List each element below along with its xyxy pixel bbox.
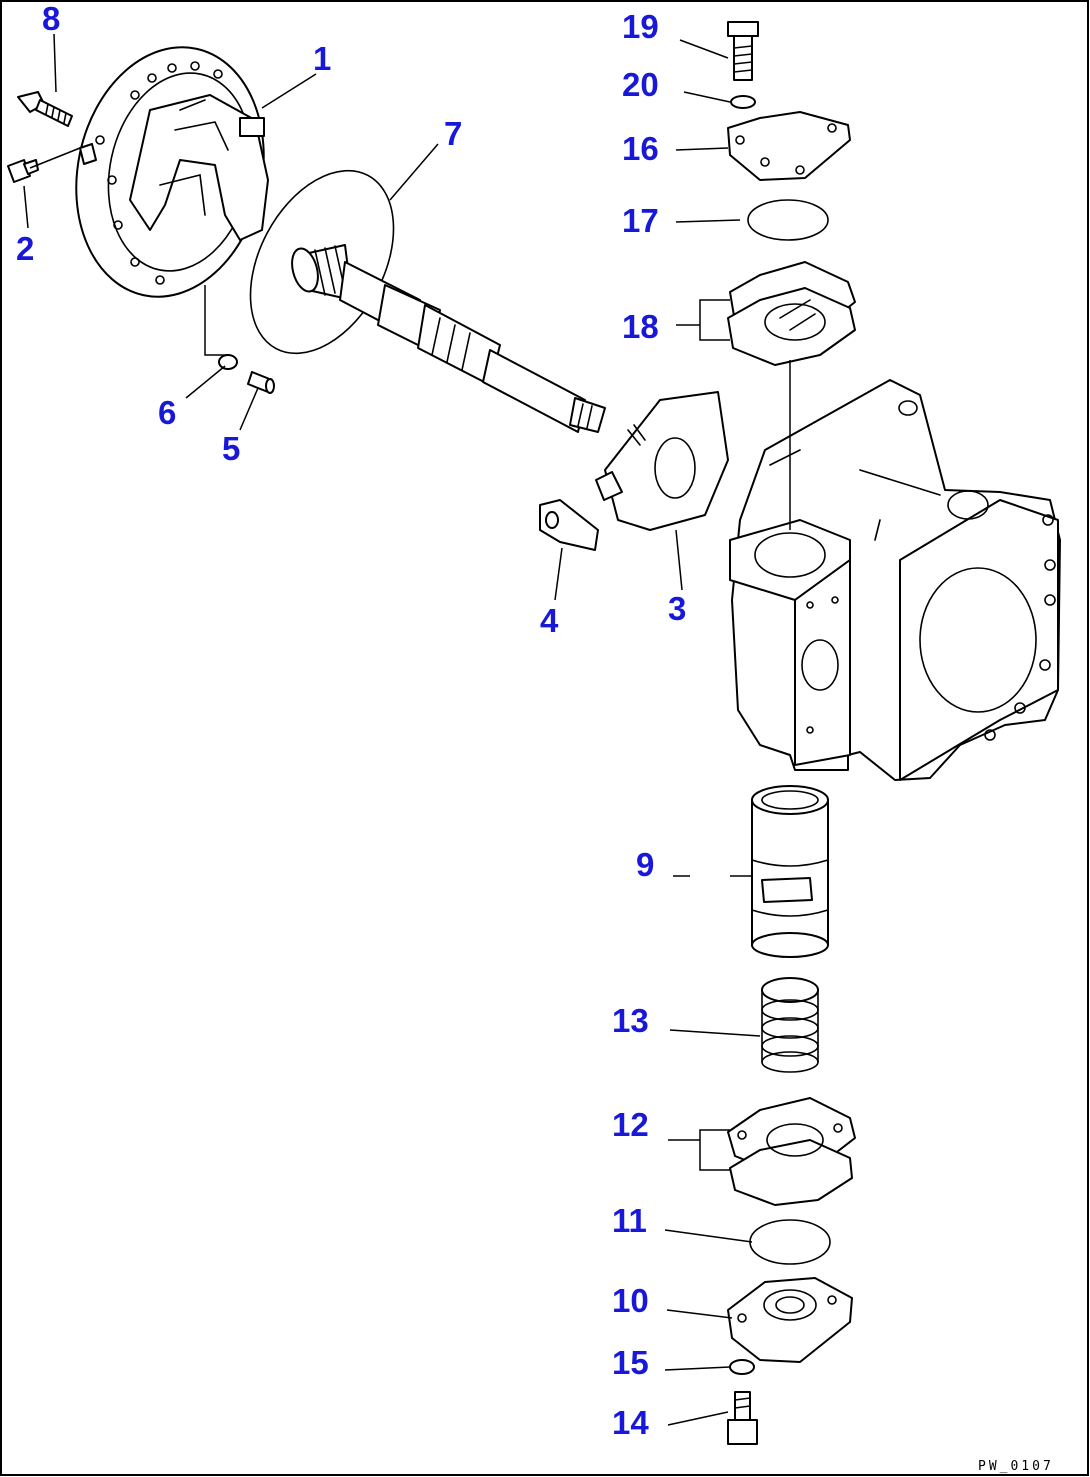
callout-4: 4 [540,602,559,639]
callout-labels: 1 2 3 4 5 6 7 8 9 10 11 12 13 14 15 16 1… [16,0,686,1441]
callout-20: 20 [622,66,659,103]
part-2-plug-seated [79,143,97,165]
callout-17: 17 [622,202,659,239]
part-5-dowel [247,371,275,394]
part-1-cover [75,46,269,298]
callout-1: 1 [313,40,331,77]
figure-code: PW_0107 [978,1459,1054,1474]
callout-5: 5 [222,430,240,467]
part-12-shims [727,1097,856,1206]
leader-lines [23,33,761,1426]
part-14-bolt [727,1391,758,1445]
callout-2: 2 [16,230,34,267]
part-18-shims [727,261,856,366]
callout-7: 7 [444,115,462,152]
part-13-spring [761,977,819,1073]
shaft [291,244,606,433]
callout-11: 11 [612,1202,647,1239]
callout-3: 3 [668,590,686,627]
part-16-cover [727,111,851,181]
callout-8: 8 [42,0,60,37]
part-10-flange [727,1277,853,1363]
callout-12: 12 [612,1106,649,1143]
part-11-o-ring [749,1219,831,1265]
callout-10: 10 [612,1282,649,1319]
part-3-plate [595,391,729,531]
part-9-sleeve [751,785,829,958]
part-6-pin [218,354,238,370]
part-20-washer [730,95,756,109]
callout-18: 18 [622,308,659,345]
callout-13: 13 [612,1002,649,1039]
callout-19: 19 [622,8,659,45]
part-15-washer [729,1359,755,1375]
part-19-bolt [727,21,759,81]
callout-6: 6 [158,394,176,431]
part-8-bolt [17,91,73,127]
callout-9: 9 [636,846,654,883]
part-4-bracket [539,499,599,551]
callout-14: 14 [612,1404,649,1441]
part-17-o-ring [747,199,829,241]
callout-16: 16 [622,130,659,167]
pump-body [729,379,1061,781]
part-2-plug [7,159,39,183]
callout-15: 15 [612,1344,649,1381]
